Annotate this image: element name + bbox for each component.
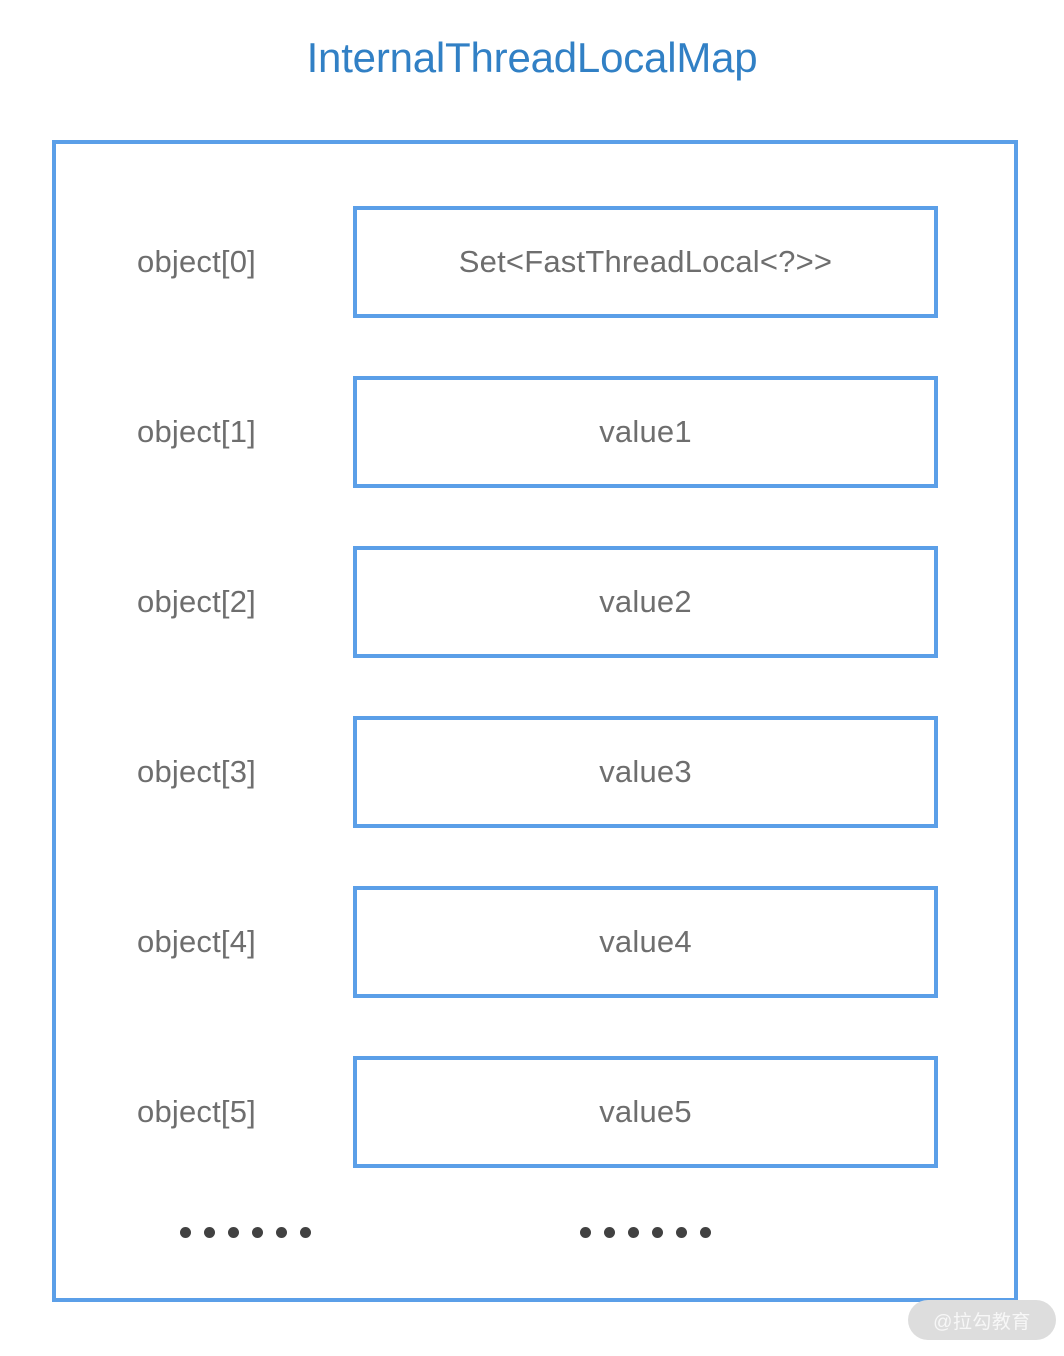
- slot-row: object[3] value3: [56, 716, 1022, 828]
- ellipsis-dot: [604, 1226, 615, 1238]
- slot-index-label: object[3]: [137, 754, 256, 789]
- slot-value-box: value4: [353, 886, 938, 998]
- ellipsis-dot: [676, 1226, 687, 1238]
- slot-row: object[2] value2: [56, 546, 1022, 658]
- slot-index-label: object[1]: [137, 414, 256, 449]
- slot-value-text: value4: [599, 924, 692, 959]
- slot-index-label: object[2]: [137, 584, 256, 619]
- internal-thread-local-map-container: object[0] Set<FastThreadLocal<?>> object…: [52, 140, 1018, 1302]
- ellipsis-dot: [299, 1226, 311, 1238]
- slot-index-label: object[4]: [137, 924, 256, 959]
- ellipsis-dot: [580, 1226, 591, 1238]
- slot-value-text: value1: [599, 414, 692, 449]
- ellipsis-row: [56, 1192, 1022, 1272]
- ellipsis-dot: [628, 1226, 639, 1238]
- ellipsis-dot: [275, 1226, 287, 1238]
- watermark-badge: @拉勾教育: [908, 1300, 1056, 1340]
- label-ellipsis-icon: [137, 1192, 353, 1272]
- slot-value-box: value2: [353, 546, 938, 658]
- slot-row: object[0] Set<FastThreadLocal<?>>: [56, 206, 1022, 318]
- ellipsis-dot: [251, 1226, 263, 1238]
- slot-value-text: value5: [599, 1094, 692, 1129]
- slot-row: object[4] value4: [56, 886, 1022, 998]
- slot-value-box: value3: [353, 716, 938, 828]
- page-title: InternalThreadLocalMap: [306, 34, 758, 81]
- ellipsis-dot: [652, 1226, 663, 1238]
- slot-value-text: Set<FastThreadLocal<?>>: [458, 244, 833, 279]
- slot-index-label: object[5]: [137, 1094, 256, 1129]
- ellipsis-dot: [700, 1226, 711, 1238]
- ellipsis-dot: [203, 1226, 215, 1238]
- slot-index-label: object[0]: [137, 244, 256, 279]
- ellipsis-dot: [227, 1226, 239, 1238]
- slot-value-text: value3: [599, 754, 692, 789]
- slot-row: object[5] value5: [56, 1056, 1022, 1168]
- value-ellipsis-icon: [353, 1192, 938, 1272]
- slot-value-box: value1: [353, 376, 938, 488]
- slot-row: object[1] value1: [56, 376, 1022, 488]
- ellipsis-dot: [179, 1226, 191, 1238]
- slot-value-box: Set<FastThreadLocal<?>>: [353, 206, 938, 318]
- slot-value-box: value5: [353, 1056, 938, 1168]
- slot-value-text: value2: [599, 584, 692, 619]
